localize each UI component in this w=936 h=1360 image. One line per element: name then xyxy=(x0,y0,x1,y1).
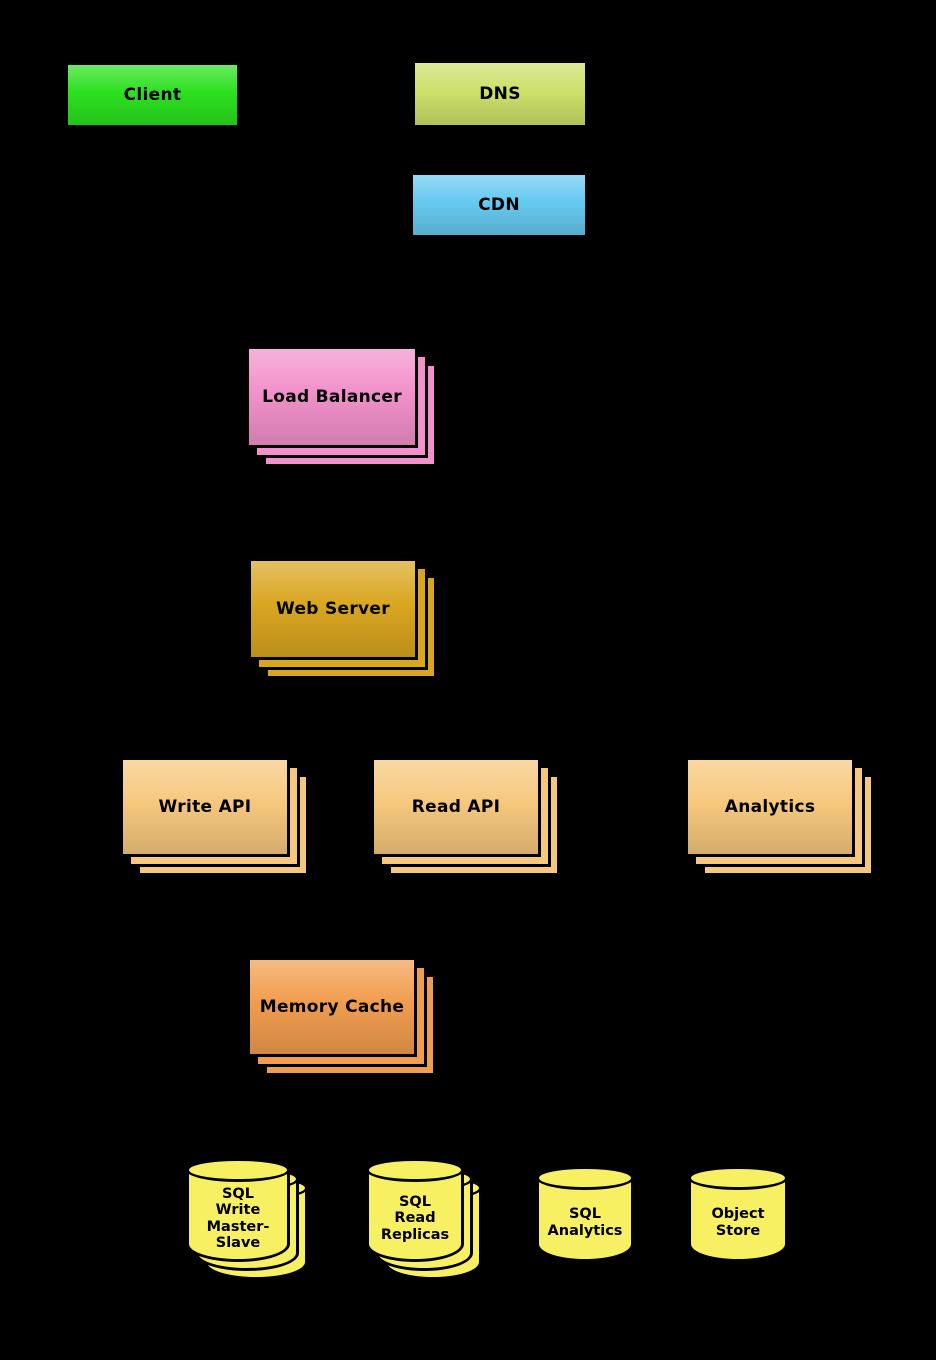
analytics-label: Analytics xyxy=(724,797,816,817)
load-balancer-node: Load Balancer xyxy=(246,346,418,448)
dns-node: DNS xyxy=(412,60,588,128)
client-node: Client xyxy=(65,62,240,128)
object-store-label: Object Store xyxy=(711,1206,765,1239)
memory-cache-node: Memory Cache xyxy=(247,957,417,1057)
sql-read-replicas-label: SQL Read Replicas xyxy=(380,1194,450,1243)
cdn-node: CDN xyxy=(410,172,588,238)
web-server-node: Web Server xyxy=(248,558,418,660)
client-label: Client xyxy=(123,85,182,105)
sql-write-master-slave-label: SQL Write Master- Slave xyxy=(206,1186,270,1251)
read-api-node: Read API xyxy=(371,757,541,857)
write-api-label: Write API xyxy=(158,797,252,817)
database-cylinder: SQL Write Master- Slave xyxy=(186,1158,290,1262)
cdn-label: CDN xyxy=(478,195,520,215)
database-cylinder: Object Store xyxy=(688,1166,788,1262)
sql-analytics-label: SQL Analytics xyxy=(547,1206,623,1239)
database-cylinder: SQL Read Replicas xyxy=(366,1158,464,1262)
write-api-node: Write API xyxy=(120,757,290,857)
memory-cache-label: Memory Cache xyxy=(259,997,405,1017)
analytics-node: Analytics xyxy=(685,757,855,857)
dns-label: DNS xyxy=(479,84,521,104)
read-api-label: Read API xyxy=(411,797,501,817)
sql-write-master-slave-node: SQL Write Master- Slave xyxy=(186,1158,308,1280)
sql-analytics-node: SQL Analytics xyxy=(536,1166,634,1262)
object-store-node: Object Store xyxy=(688,1166,788,1262)
sql-read-replicas-node: SQL Read Replicas xyxy=(366,1158,482,1280)
web-server-label: Web Server xyxy=(276,599,390,619)
database-cylinder: SQL Analytics xyxy=(536,1166,634,1262)
load-balancer-label: Load Balancer xyxy=(262,387,402,407)
